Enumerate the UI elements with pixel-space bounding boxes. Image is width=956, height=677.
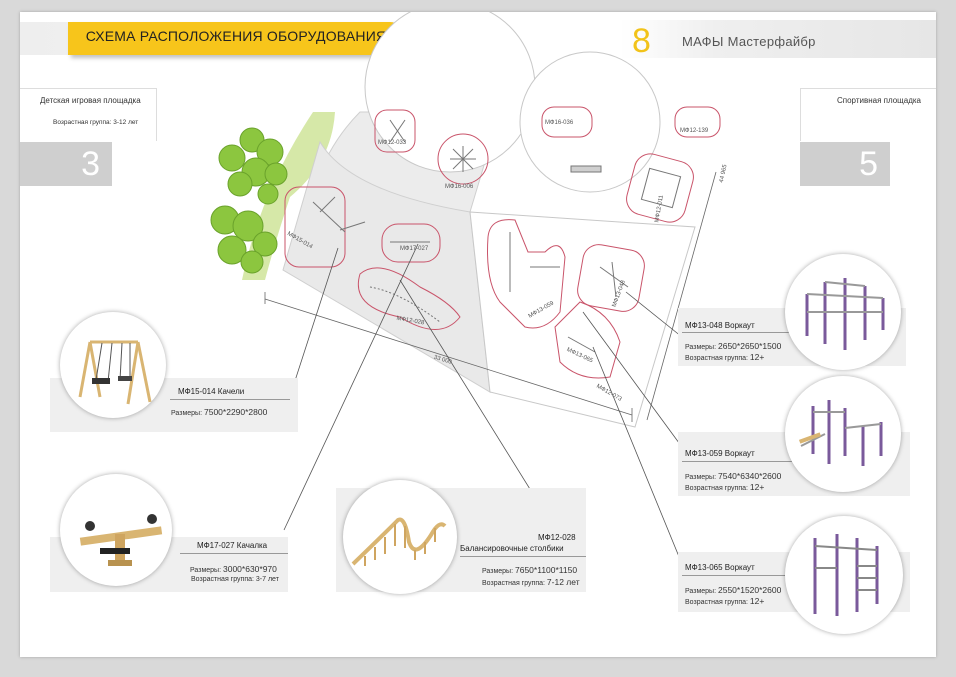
workout048-size: Размеры: 2650*2650*1500 bbox=[685, 341, 781, 351]
workout065-title: МФ13-065 Воркаут bbox=[685, 563, 755, 572]
label-mf16-006: МФ16-006 bbox=[445, 184, 474, 190]
workout048-age-value: 12+ bbox=[749, 352, 765, 362]
swing-title: МФ15-014 Качели bbox=[178, 387, 245, 396]
page-number: 8 bbox=[632, 22, 651, 60]
workout059-divider bbox=[682, 461, 792, 462]
balance-size-label: Размеры: bbox=[482, 568, 514, 575]
workout048-title: МФ13-048 Воркаут bbox=[685, 321, 755, 330]
site-plan: МФ12-033 МФ16-036 МФ12-139 МФ16-006 МФ12… bbox=[210, 12, 729, 565]
title-bar bbox=[68, 22, 404, 55]
workout065-image bbox=[785, 516, 903, 634]
zone-left-label: Детская игровая площадка bbox=[40, 96, 141, 105]
swing-size-value: 7500*2290*2800 bbox=[204, 407, 268, 417]
swing-divider bbox=[170, 399, 290, 400]
swing-image bbox=[60, 312, 166, 418]
workout065-size-value: 2550*1520*2600 bbox=[718, 585, 782, 595]
workout048-size-label: Размеры: bbox=[685, 344, 717, 351]
workout065-age-value: 12+ bbox=[749, 596, 765, 606]
rocker-title: МФ17-027 Качалка bbox=[197, 541, 268, 550]
zone-right-number: 5 bbox=[800, 142, 890, 186]
trees bbox=[210, 127, 288, 274]
workout065-age: Возрастная группа: 12+ bbox=[685, 596, 764, 606]
balance-divider bbox=[460, 556, 586, 557]
workout048-age: Возрастная группа: 12+ bbox=[685, 352, 764, 362]
workout048-image bbox=[785, 254, 901, 370]
zone-right-frame bbox=[800, 88, 936, 141]
label-mf17-027: МФ17-027 bbox=[400, 246, 429, 252]
workout059-age: Возрастная группа: 12+ bbox=[685, 482, 764, 492]
swing-size-label: Размеры: bbox=[171, 410, 203, 417]
balance-age-label: Возрастная группа: bbox=[482, 580, 545, 587]
section-title: МАФЫ Мастерфайбр bbox=[682, 34, 816, 49]
rocker-size-value: 3000*630*970 bbox=[223, 564, 277, 574]
workout048-size-value: 2650*2650*1500 bbox=[718, 341, 782, 351]
rocker-size: Размеры: 3000*630*970 bbox=[190, 564, 277, 574]
workout059-age-value: 12+ bbox=[749, 482, 765, 492]
label-dim-44965: 44 965 bbox=[719, 163, 729, 183]
header-background bbox=[620, 20, 936, 58]
workout065-size-label: Размеры: bbox=[685, 588, 717, 595]
label-mf12-139: МФ12-139 bbox=[680, 128, 709, 134]
zone-right-label: Спортивная площадка bbox=[837, 96, 921, 105]
zone-area-3 bbox=[469, 211, 696, 428]
workout059-title: МФ13-059 Воркаут bbox=[685, 449, 755, 458]
balance-image bbox=[343, 480, 457, 594]
balance-size: Размеры: 7650*1100*1150 bbox=[482, 565, 577, 575]
workout048-divider bbox=[682, 332, 792, 333]
zone-left-number: 3 bbox=[20, 142, 112, 186]
page-title: СХЕМА РАСПОЛОЖЕНИЯ ОБОРУДОВАНИЯ bbox=[85, 28, 387, 44]
workout065-divider bbox=[682, 575, 792, 576]
workout065-age-label: Возрастная группа: bbox=[685, 599, 748, 606]
balance-age: Возрастная группа: 7-12 лет bbox=[482, 577, 580, 587]
swing-size: Размеры: 7500*2290*2800 bbox=[171, 407, 267, 417]
label-mf12-033: МФ12-033 bbox=[378, 140, 407, 146]
label-mf16-036: МФ16-036 bbox=[545, 120, 574, 126]
workout059-image bbox=[785, 376, 901, 492]
workout059-size-label: Размеры: bbox=[685, 474, 717, 481]
rocker-size-label: Размеры: bbox=[190, 567, 222, 574]
rocker-divider bbox=[180, 553, 288, 554]
label-mf12-011: МФ12-011 bbox=[654, 194, 665, 223]
balance-age-value: 7-12 лет bbox=[546, 577, 580, 587]
workout059-size: Размеры: 7540*6340*2600 bbox=[685, 471, 781, 481]
workout065-size: Размеры: 2550*1520*2600 bbox=[685, 585, 781, 595]
workout048-age-label: Возрастная группа: bbox=[685, 355, 748, 362]
workout059-size-value: 7540*6340*2600 bbox=[718, 471, 782, 481]
rocker-age: Возрастная группа: 3-7 лет bbox=[191, 576, 279, 583]
workout059-age-label: Возрастная группа: bbox=[685, 485, 748, 492]
balance-size-value: 7650*1100*1150 bbox=[515, 565, 578, 575]
balance-title-line1: МФ12-028 bbox=[538, 533, 576, 542]
rocker-image bbox=[60, 474, 172, 586]
zone-left-age: Возрастная группа: 3-12 лет bbox=[53, 119, 139, 126]
page: СХЕМА РАСПОЛОЖЕНИЯ ОБОРУДОВАНИЯ 8 МАФЫ М… bbox=[20, 12, 936, 657]
label-mf12-028: МФ12-028 bbox=[396, 316, 425, 327]
balance-title-line2: Балансировочные столбики bbox=[460, 544, 564, 553]
label-dim-33000: 33 000 bbox=[433, 355, 453, 366]
